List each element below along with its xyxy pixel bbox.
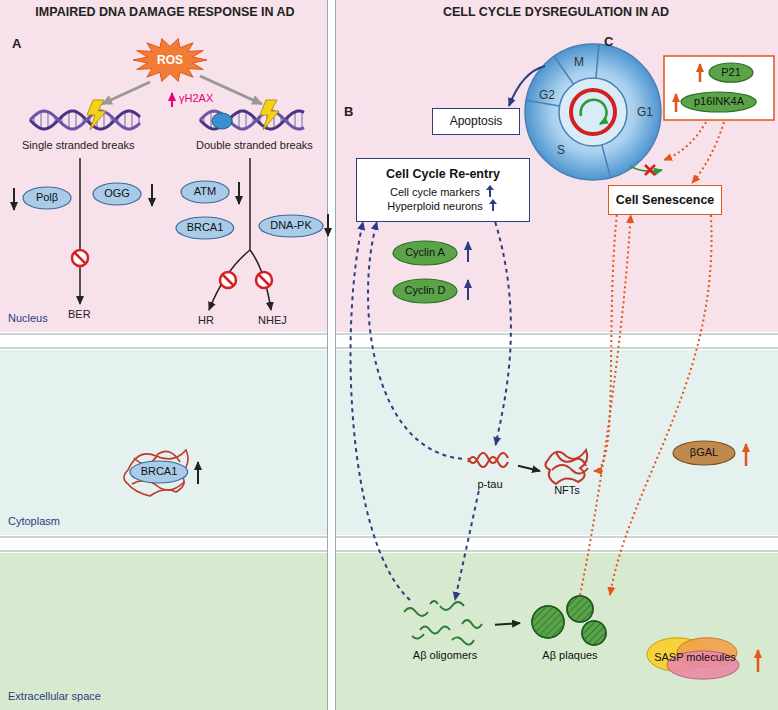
node-text: Cyclin A — [405, 246, 445, 258]
connector — [610, 215, 712, 595]
label-text: A — [12, 36, 21, 52]
node-text: Polβ — [36, 191, 58, 203]
label-text: S — [557, 143, 565, 157]
ros-burst: ROS — [132, 37, 208, 83]
repair-protein: OGG — [92, 182, 142, 206]
node-text: βGAL — [690, 446, 718, 458]
up-arrow — [484, 185, 496, 197]
repair-protein: BRCA1 — [175, 216, 235, 240]
connector — [368, 222, 462, 459]
node-text: Aβ plaques — [542, 649, 597, 661]
protein-figure: p-tau — [462, 445, 518, 491]
node-text: Cell Cycle Re-entry — [386, 167, 500, 181]
connector — [495, 222, 511, 445]
node-text: OGG — [104, 187, 130, 199]
cell-cycle-inhibitor: p16INK4A — [680, 91, 757, 113]
process-box: Cell Senescence — [608, 185, 723, 215]
node-text: Cell cycle markers — [390, 186, 480, 198]
label-text: B — [344, 104, 353, 120]
label-text: C — [604, 34, 613, 50]
connector — [518, 466, 540, 471]
label-text: BER — [68, 308, 91, 321]
node-text: Cell Senescence — [616, 193, 715, 207]
marker-ellipse: βGAL — [672, 440, 736, 466]
node-text: DNA-PK — [270, 219, 312, 231]
label-text: γH2AX — [179, 92, 213, 105]
outcome-box: Apoptosis — [432, 108, 520, 135]
connector — [455, 491, 479, 600]
repair-protein: BRCA1 — [129, 460, 189, 484]
up-arrow — [487, 199, 499, 211]
node-text: Cyclin D — [405, 284, 446, 296]
connector — [580, 215, 631, 595]
node-text: P21 — [721, 66, 741, 78]
node-text: p-tau — [477, 478, 502, 490]
node-text: p16INK4A — [694, 95, 744, 107]
protein-figure: Aβ oligomers — [395, 600, 495, 662]
cell-cycle-inhibitor: P21 — [708, 62, 754, 83]
label-text: CELL CYCLE DYSREGULATION IN AD — [443, 5, 669, 20]
repair-protein: DNA-PK — [258, 214, 324, 238]
node-text: Apoptosis — [450, 114, 503, 128]
label-text: Cytoplasm — [8, 515, 60, 528]
cyclin-ellipse: Cyclin D — [392, 278, 458, 304]
node-text: BRCA1 — [141, 465, 178, 477]
label-text: IMPAIRED DNA DAMAGE RESPONSE IN AD — [35, 5, 294, 20]
node-text: NFTs — [554, 484, 580, 496]
node-text: ATM — [194, 185, 216, 197]
connector — [351, 222, 410, 600]
cyclin-ellipse: Cyclin A — [392, 240, 458, 266]
label-text: NHEJ — [258, 314, 287, 327]
label-text: HR — [198, 314, 214, 327]
connector — [495, 623, 520, 625]
protein-figure: Aβ plaques — [520, 595, 620, 662]
node-text: ROS — [157, 53, 183, 67]
label-text: Double stranded breaks — [196, 139, 313, 152]
node-text: BRCA1 — [187, 221, 224, 233]
node-text: Aβ oligomers — [413, 649, 477, 661]
label-text: Nucleus — [8, 312, 48, 325]
label-text: Single stranded breaks — [22, 139, 135, 152]
label-text: G1 — [637, 105, 653, 119]
sasp-cluster: SASP molecules — [645, 636, 745, 680]
label-text: G2 — [539, 88, 555, 102]
node-text: SASP molecules — [654, 651, 736, 663]
process-box: Cell Cycle Re-entryCell cycle markersHyp… — [356, 158, 530, 222]
label-text: M — [574, 55, 584, 69]
label-text: Extracellular space — [8, 690, 101, 703]
node-text: Hyperploid neurons — [387, 200, 482, 212]
protein-figure: NFTs — [540, 445, 594, 497]
repair-protein: ATM — [180, 180, 230, 204]
connector — [594, 215, 617, 471]
repair-protein: Polβ — [22, 186, 72, 210]
